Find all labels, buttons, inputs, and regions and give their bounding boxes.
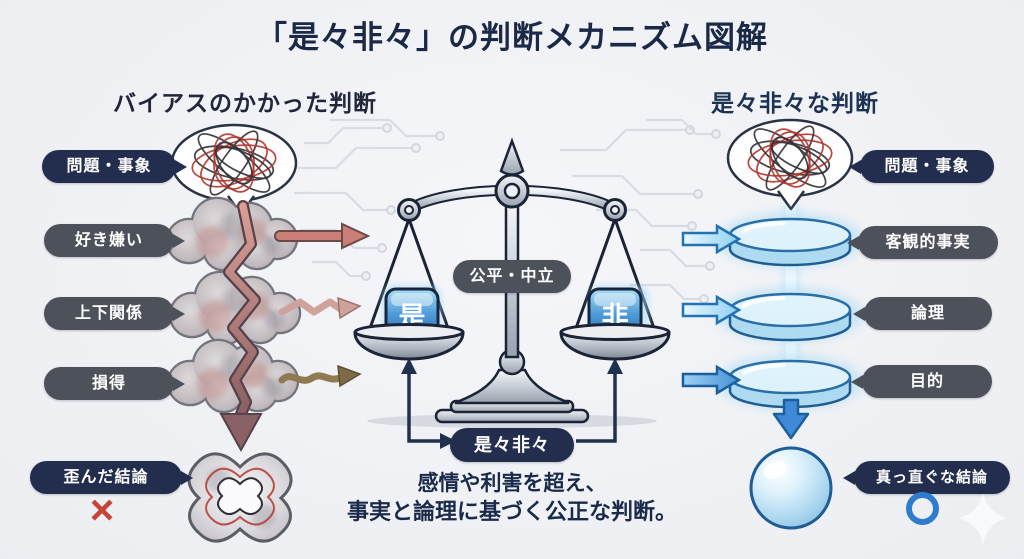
pill-logic: 論理: [853, 297, 992, 330]
down-result-arrow-icon: [772, 398, 810, 440]
pill-zeze-hihi: 是々非々: [450, 428, 574, 462]
bias-side-arrow-2-icon: [278, 296, 362, 320]
filter-lens-logic: [716, 287, 864, 343]
pill-hierarchy: 上下関係: [44, 297, 185, 330]
balance-scale: 是 非: [353, 137, 671, 428]
pill-problem-right: 問題・事象: [849, 150, 994, 183]
bias-side-arrow-3-icon: [278, 364, 362, 388]
pill-gain-loss: 損得: [44, 367, 185, 400]
left-flow-illustration: [167, 123, 371, 543]
input-arrow-1-icon: [681, 223, 742, 255]
right-column-heading: 是々非々な判断: [711, 90, 879, 116]
left-column-heading: バイアスのかかった判断: [113, 90, 377, 116]
cross-mark: ×: [89, 486, 115, 533]
caption-line-1: 感情や利害を超え、: [417, 472, 607, 495]
scale-pan-left: [353, 323, 465, 361]
input-arrow-2-icon: [681, 294, 742, 326]
clear-sphere-icon: [749, 446, 833, 530]
pill-fair-neutral: 公平・中立: [453, 260, 571, 293]
distorted-zigzag-arrow-icon: [219, 200, 263, 453]
bias-side-arrow-1-icon: [274, 222, 371, 250]
judgment-bracket-arrows: [401, 358, 623, 449]
sparkle-icon: [959, 491, 1007, 545]
circuit-traces-right: [560, 118, 721, 304]
tangled-thought-bubble-left: [170, 123, 298, 216]
pill-objective-facts: 客観的事実: [847, 226, 998, 259]
page-title: 「是々非々」の判断メカニズム図解: [256, 20, 768, 56]
caption-line-2: 事実と論理に基づく公正な判断。: [346, 499, 677, 524]
pill-purpose: 目的: [851, 365, 992, 398]
pill-problem-left: 問題・事象: [42, 150, 187, 183]
pill-distorted-conclusion: 歪んだ結論: [30, 461, 193, 494]
pill-likes-dislikes: 好き嫌い: [44, 224, 185, 257]
distorted-conclusion-icon: [187, 452, 293, 543]
right-flow-illustration: [681, 118, 864, 530]
scale-finial: [499, 137, 525, 176]
input-arrow-3-icon: [681, 364, 742, 396]
scale-pan-right: [559, 323, 671, 361]
circle-mark: [906, 492, 939, 525]
tangled-thought-bubble-right: [726, 118, 854, 211]
pill-straight-conclusion: 真っ直ぐな結論: [843, 461, 1010, 494]
